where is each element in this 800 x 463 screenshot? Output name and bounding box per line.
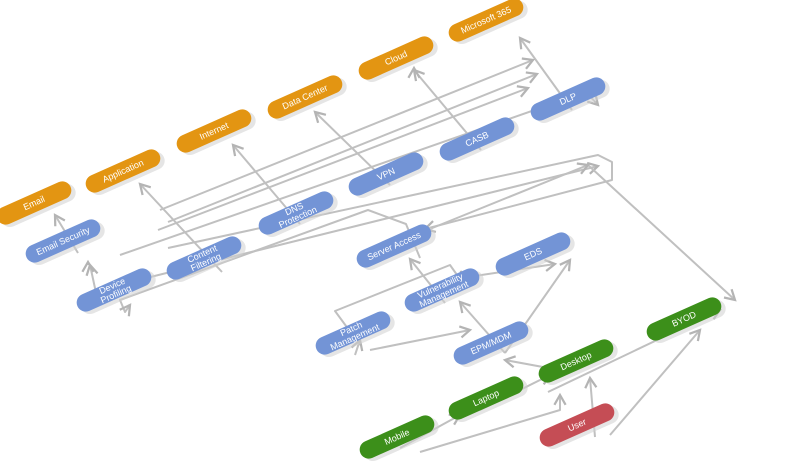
node-pill[interactable] [437, 115, 517, 164]
node-cloud[interactable]: Cloud [356, 32, 441, 86]
node-pill[interactable] [528, 75, 608, 124]
connector-line [369, 325, 473, 351]
node-pill[interactable] [164, 234, 244, 283]
node-pill[interactable] [174, 107, 254, 156]
connector-line [167, 154, 613, 249]
node-pill[interactable] [74, 266, 154, 315]
node-dlp[interactable]: DLP [528, 73, 613, 127]
node-pill[interactable] [346, 150, 426, 199]
node-server-access[interactable]: Server Access [354, 220, 439, 274]
node-pill[interactable] [0, 179, 74, 228]
node-user[interactable]: User [537, 399, 622, 453]
connector-line [167, 71, 540, 223]
node-pill[interactable] [493, 230, 573, 279]
connector-line [587, 164, 737, 302]
connector-line [157, 85, 531, 231]
node-internet[interactable]: Internet [174, 105, 259, 159]
node-desktop[interactable]: Desktop [536, 335, 621, 389]
node-pill[interactable] [446, 374, 526, 423]
connector-line [159, 57, 536, 211]
node-pill[interactable] [357, 413, 437, 462]
node-mobile[interactable]: Mobile [357, 411, 442, 463]
node-pill[interactable] [313, 309, 393, 358]
node-application[interactable]: Application [83, 145, 168, 199]
node-vpn[interactable]: VPN [346, 148, 431, 202]
node-pill[interactable] [354, 222, 434, 271]
connector-line [609, 328, 702, 436]
node-casb[interactable]: CASB [437, 113, 522, 167]
node-pill[interactable] [265, 73, 345, 122]
node-email-security[interactable]: Email Security [23, 215, 108, 269]
node-pill[interactable] [23, 217, 103, 266]
node-pill[interactable] [537, 401, 617, 450]
connector-line [119, 91, 600, 256]
node-email[interactable]: Email [0, 177, 79, 231]
node-pill[interactable] [536, 337, 616, 386]
node-pill[interactable] [644, 295, 724, 344]
node-data-center[interactable]: Data Center [265, 71, 350, 125]
node-eds[interactable]: EDS [493, 228, 578, 282]
node-pill[interactable] [256, 189, 336, 238]
node-pill[interactable] [446, 0, 526, 44]
node-byod[interactable]: BYOD [644, 293, 729, 347]
node-pill[interactable] [83, 147, 163, 196]
node-pill[interactable] [451, 319, 531, 368]
connector-line [419, 392, 567, 453]
node-pill[interactable] [402, 266, 482, 315]
node-laptop[interactable]: Laptop [446, 372, 531, 426]
connector-line [119, 209, 421, 317]
node-pill[interactable] [356, 34, 436, 83]
connector-line [419, 162, 591, 234]
node-microsoft-365[interactable]: Microsoft 365 [446, 0, 531, 48]
